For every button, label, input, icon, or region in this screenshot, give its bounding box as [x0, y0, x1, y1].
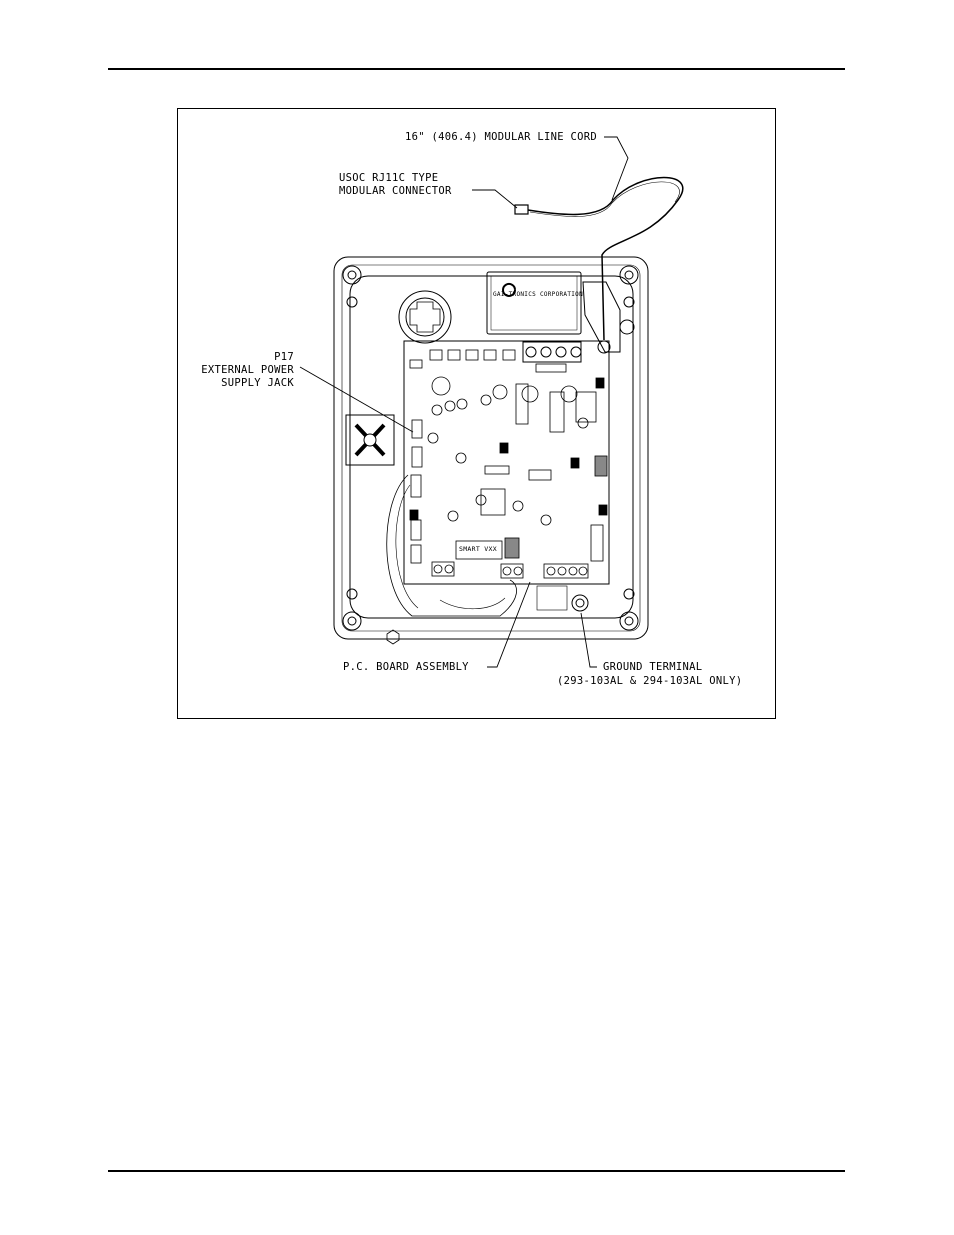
processor-chip [480, 488, 506, 516]
mounting-bracket [345, 414, 395, 466]
company-plate-text: GAI-TRONICS CORPORATION [493, 291, 583, 298]
p17-callout-line1: P17 [274, 351, 294, 363]
p17-callout-line3: SUPPLY JACK [221, 377, 294, 389]
corner-screws [342, 265, 639, 631]
ground-terminal-callout-line1: GROUND TERMINAL [603, 661, 703, 673]
connector-callout-line1: USOC RJ11C TYPE [339, 172, 439, 184]
enclosure-outer [333, 256, 649, 640]
footer-rule [108, 1170, 845, 1172]
figure-frame [177, 108, 776, 719]
header-rule [108, 68, 845, 70]
smart-vxx-label: SMART VXX [459, 545, 497, 553]
pc-board [403, 340, 610, 585]
terminal-block-top [522, 341, 582, 363]
pcb-assembly-callout: P.C. BOARD ASSEMBLY [343, 661, 469, 673]
company-plate [486, 271, 582, 335]
leader-lines [299, 136, 629, 668]
ground-terminal [536, 585, 589, 612]
rj11-connector [514, 204, 529, 215]
smart-vxx-module [455, 540, 503, 560]
ground-terminal-callout-line2: (293-103AL & 294-103AL ONLY) [557, 675, 743, 687]
volume-knob [398, 290, 452, 344]
line-cord-callout: 16" (406.4) MODULAR LINE CORD [405, 131, 598, 143]
p17-callout-line2: EXTERNAL POWER [201, 364, 294, 376]
connector-callout-line2: MODULAR CONNECTOR [339, 185, 452, 197]
modular-line-cord [514, 176, 684, 341]
